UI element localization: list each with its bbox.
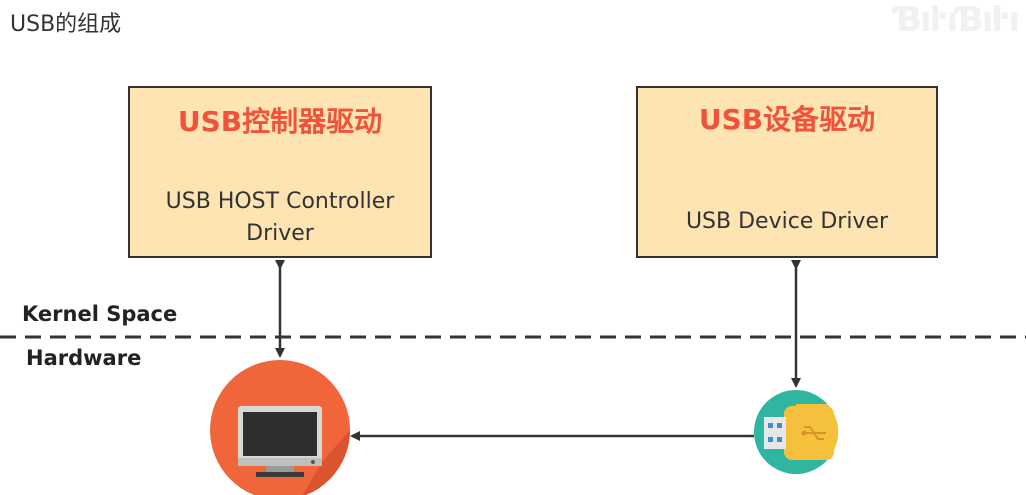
slide-title: USB的组成 <box>10 12 122 37</box>
hardware-label: Hardware <box>26 346 142 370</box>
monitor-icon <box>210 360 350 495</box>
watermark-logo: ƁıŀıƁıŀı <box>894 0 1020 40</box>
host-driver-heading: USB控制器驱动 <box>177 105 383 138</box>
usb-device-driver-box: USB设备驱动 USB Device Driver <box>636 86 938 258</box>
host-driver-line2: Driver <box>246 221 314 246</box>
usb-host-controller-driver-box: USB控制器驱动 USB HOST Controller Driver <box>128 86 432 258</box>
host-driver-line1: USB HOST Controller <box>165 189 395 214</box>
device-driver-heading: USB设备驱动 <box>698 103 876 136</box>
device-driver-line1: USB Device Driver <box>685 209 889 234</box>
kernel-space-label: Kernel Space <box>22 302 178 326</box>
usb-drive-icon <box>754 390 838 474</box>
